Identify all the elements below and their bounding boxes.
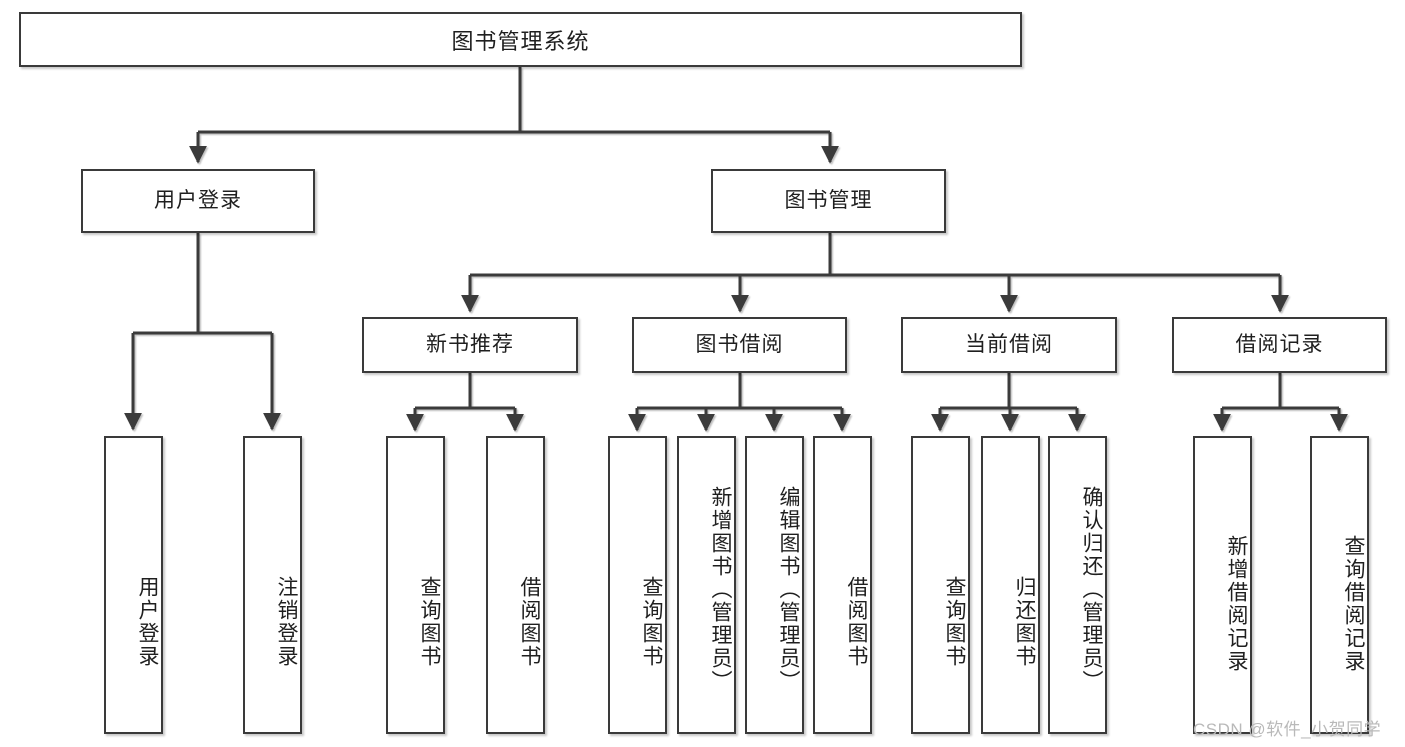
- node-current-borrow[interactable]: 当前借阅: [901, 317, 1117, 373]
- leaf-edit-book-admin-label: 编辑图书（管理员）: [777, 485, 800, 693]
- leaf-query-borrow-record-label: 查询借阅记录: [1342, 535, 1365, 673]
- node-book-borrow[interactable]: 图书借阅: [632, 317, 847, 373]
- node-new-book-recommend[interactable]: 新书推荐: [362, 317, 578, 373]
- leaf-query-book-recommend-label: 查询图书: [418, 576, 441, 668]
- leaf-query-book-recommend[interactable]: 查询图书: [386, 436, 445, 734]
- node-book-manage-label: 图书管理: [784, 189, 873, 213]
- leaf-query-book-current-label: 查询图书: [943, 576, 966, 668]
- leaf-logout[interactable]: 注销登录: [243, 436, 302, 734]
- node-user-login-label: 用户登录: [154, 189, 242, 213]
- leaf-add-borrow-record[interactable]: 新增借阅记录: [1193, 436, 1252, 734]
- node-borrow-record-label: 借阅记录: [1235, 333, 1324, 357]
- leaf-edit-book-admin[interactable]: 编辑图书（管理员）: [745, 436, 804, 734]
- leaf-confirm-return-admin[interactable]: 确认归还（管理员）: [1048, 436, 1107, 734]
- leaf-return-book-label: 归还图书: [1013, 576, 1036, 668]
- node-borrow-record[interactable]: 借阅记录: [1172, 317, 1387, 373]
- leaf-query-book-borrow-label: 查询图书: [640, 576, 663, 668]
- leaf-query-book-current[interactable]: 查询图书: [911, 436, 970, 734]
- leaf-query-borrow-record[interactable]: 查询借阅记录: [1310, 436, 1369, 734]
- node-book-borrow-label: 图书借阅: [695, 333, 784, 357]
- leaf-borrow-book-label: 借阅图书: [845, 576, 868, 668]
- leaf-user-login[interactable]: 用户登录: [104, 436, 163, 734]
- node-root[interactable]: 图书管理系统: [19, 12, 1022, 67]
- leaf-add-book-admin[interactable]: 新增图书（管理员）: [677, 436, 736, 734]
- leaf-query-book-borrow[interactable]: 查询图书: [608, 436, 667, 734]
- leaf-borrow-book-recommend[interactable]: 借阅图书: [486, 436, 545, 734]
- node-current-borrow-label: 当前借阅: [965, 333, 1053, 357]
- node-new-book-recommend-label: 新书推荐: [426, 333, 514, 357]
- leaf-confirm-return-admin-label: 确认归还（管理员）: [1080, 485, 1103, 693]
- node-user-login[interactable]: 用户登录: [81, 169, 315, 233]
- leaf-borrow-book[interactable]: 借阅图书: [813, 436, 872, 734]
- leaf-add-book-admin-label: 新增图书（管理员）: [709, 485, 732, 693]
- leaf-return-book[interactable]: 归还图书: [981, 436, 1040, 734]
- leaf-logout-label: 注销登录: [275, 576, 298, 668]
- node-root-label: 图书管理系统: [451, 28, 590, 54]
- leaf-add-borrow-record-label: 新增借阅记录: [1225, 535, 1248, 673]
- node-book-manage[interactable]: 图书管理: [711, 169, 946, 233]
- leaf-user-login-label: 用户登录: [136, 576, 159, 668]
- leaf-borrow-book-recommend-label: 借阅图书: [518, 576, 541, 668]
